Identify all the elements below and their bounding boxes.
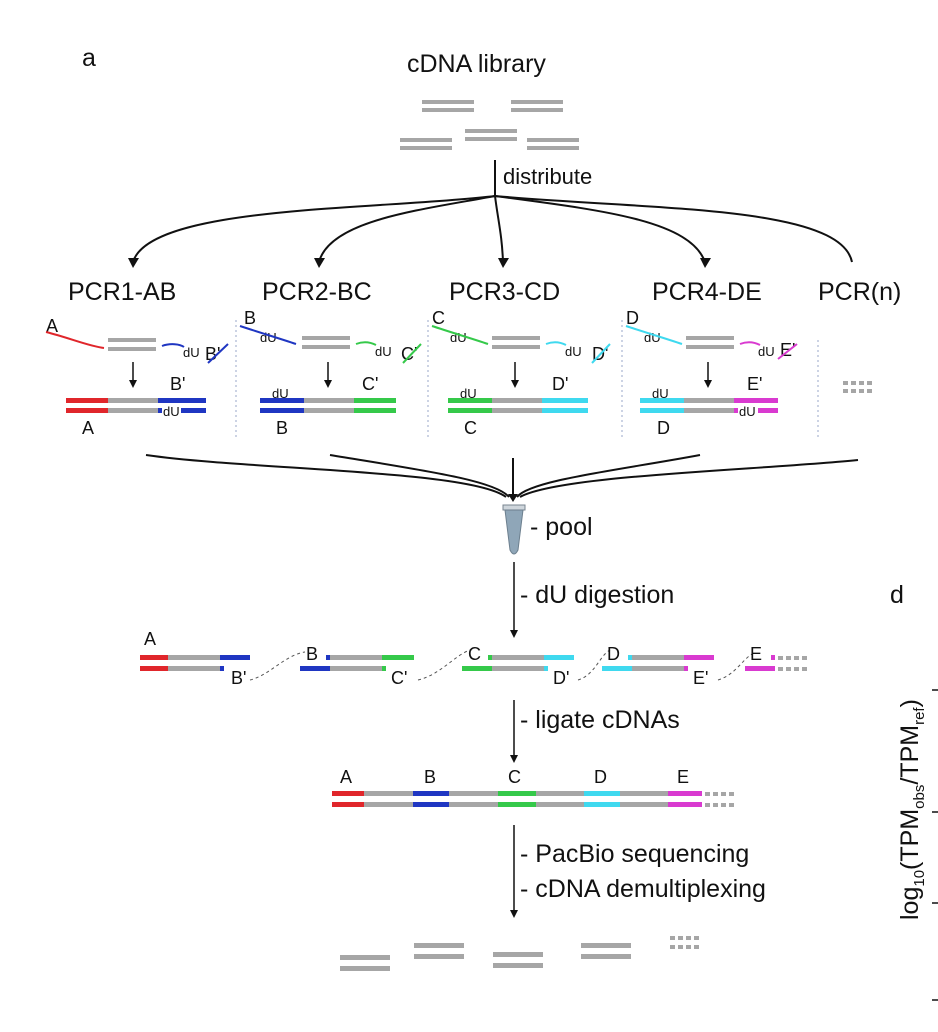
primer-label-B-prime: B' [205,344,220,364]
svg-text:B: B [306,644,318,664]
distribute-label: distribute [503,164,592,189]
distribute-arrowheads [128,258,711,268]
output-fragments [340,936,699,971]
panel-d-ylabel: log10(TPMobs/TPMref) [896,699,928,920]
svg-text:C': C' [401,344,417,364]
svg-text:C: C [464,418,477,438]
svg-text:E': E' [780,340,795,360]
svg-text:dU: dU [758,344,775,359]
digested-fragments: A B' B C' C D' D E' E [140,629,807,688]
panel-label-a: a [82,44,96,72]
ligated-concatemer: A B C D E [332,767,734,807]
primer-label-A: A [46,316,58,336]
lane-3: C dU dU D' D' dU C [431,308,611,438]
svg-text:log10(TPMobs/TPMref): log10(TPMobs/TPMref) [896,699,928,920]
svg-text:D: D [607,644,620,664]
svg-text:dU: dU [183,345,200,360]
step-sequencing: - PacBio sequencing [520,840,749,868]
step-demultiplexing: - cDNA demultiplexing [520,875,766,903]
svg-text:dU: dU [272,386,289,401]
svg-text:A: A [82,418,94,438]
panel-d-axis-ticks [932,689,938,1001]
lane-separators [235,320,819,440]
svg-text:A: A [340,767,352,787]
pcr-label-1: PCR1-AB [68,278,176,306]
svg-text:B': B' [231,668,246,688]
svg-text:C: C [508,767,521,787]
svg-text:C: C [432,308,445,328]
pool-arrows [145,454,859,498]
svg-text:D': D' [553,668,569,688]
lane-4: D dU dU E' E' dU dU D [625,308,798,438]
lane-2: B dU dU C' C' dU B [239,308,422,438]
panel-label-d: d [890,581,904,609]
svg-text:D: D [657,418,670,438]
pcr-label-4: PCR4-DE [652,278,762,306]
step-pool: - pool [530,513,593,541]
svg-text:dU: dU [739,404,756,419]
svg-text:E': E' [747,374,762,394]
svg-text:E: E [750,644,762,664]
library-title: cDNA library [407,50,546,78]
svg-text:C': C' [391,668,407,688]
svg-text:E: E [677,767,689,787]
svg-text:D: D [594,767,607,787]
svg-text:A: A [144,629,156,649]
svg-text:D: D [626,308,639,328]
step-du-digestion: - dU digestion [520,581,674,609]
pcr-label-n: PCR(n) [818,278,901,306]
lane-n-dots [843,381,872,393]
step-ligate: - ligate cDNAs [520,706,680,734]
pcr-label-2: PCR2-BC [262,278,372,306]
svg-text:C: C [468,644,481,664]
svg-text:E': E' [693,668,708,688]
svg-text:B: B [276,418,288,438]
svg-text:B: B [244,308,256,328]
distribute-arrows [132,160,853,263]
svg-text:dU: dU [460,386,477,401]
svg-text:C': C' [362,374,378,394]
svg-text:dU: dU [565,344,582,359]
library-fragments [400,100,579,150]
svg-text:dU: dU [375,344,392,359]
lane-1: A dU B' B' dU A [45,316,229,438]
pool-tube-icon [502,504,526,555]
svg-text:D': D' [552,374,568,394]
svg-text:dU: dU [163,404,180,419]
svg-text:dU: dU [652,386,669,401]
pcr-label-3: PCR3-CD [449,278,560,306]
svg-text:B: B [424,767,436,787]
svg-text:B': B' [170,374,185,394]
